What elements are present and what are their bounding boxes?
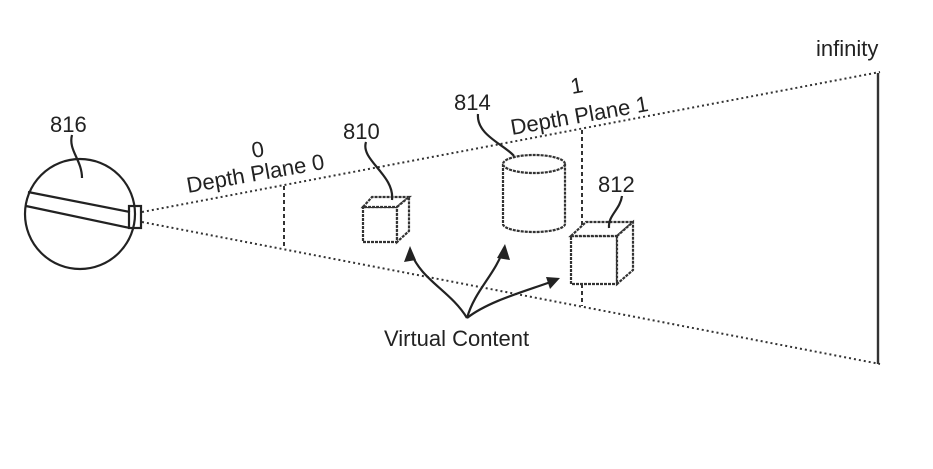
infinity-label: infinity — [816, 36, 878, 61]
arrowhead-812 — [546, 277, 560, 289]
eye-label: 816 — [50, 112, 87, 137]
arrow-to-812 — [466, 278, 557, 319]
eye-icon — [23, 157, 143, 271]
depth-plane-1-index: 1 — [569, 72, 585, 99]
cube-812-label: 812 — [598, 172, 635, 197]
virtual-content-label: Virtual Content — [384, 326, 529, 351]
eye-leader-line — [70, 134, 84, 179]
frustum-top-line — [141, 71, 881, 213]
depth-plane-1-label: Depth Plane 1 — [509, 91, 651, 140]
cube-810-icon — [360, 194, 413, 245]
arrowhead-810 — [404, 246, 416, 262]
cylinder-814-leader-line — [476, 113, 515, 157]
cylinder-814-icon — [501, 153, 567, 234]
cube-812-leader-line — [607, 195, 624, 229]
cube-810-label: 810 — [343, 119, 380, 144]
frustum-bottom-line — [141, 221, 881, 365]
cube-810-leader-line — [364, 141, 394, 201]
depth-plane-0-index: 0 — [250, 136, 266, 163]
arrow-to-810 — [408, 249, 468, 319]
arrowhead-814 — [497, 244, 510, 260]
cylinder-814-label: 814 — [454, 90, 491, 115]
virtual-content-arrows — [404, 244, 560, 319]
cube-812-icon — [568, 219, 636, 287]
